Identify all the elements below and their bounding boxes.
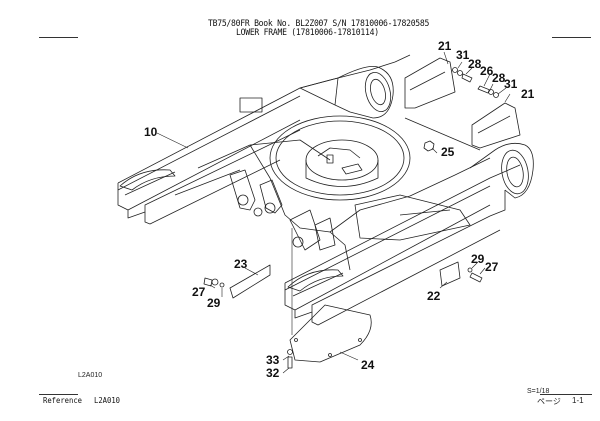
front-idler-housing (469, 142, 534, 199)
callout-31-upper[interactable]: 31 (456, 48, 470, 62)
bolt-washer-set (452, 67, 499, 98)
callout-33[interactable]: 33 (266, 353, 280, 367)
callout-22[interactable]: 22 (427, 289, 441, 303)
cover-bracket-lower (471, 102, 521, 149)
page-title: LOWER FRAME (17810006-17810114) (236, 28, 379, 38)
scale-label: S=1/18 (527, 388, 550, 395)
callout-24[interactable]: 24 (361, 358, 375, 372)
header-rule-right (552, 37, 591, 38)
callout-32[interactable]: 32 (266, 366, 280, 380)
callout-10[interactable]: 10 (144, 125, 158, 139)
under-cover-24 (287, 304, 372, 369)
right-side-frame (284, 164, 521, 326)
blade-mount-lugs (229, 169, 336, 251)
rear-idler-housing (239, 54, 411, 119)
callout-27-right[interactable]: 27 (485, 260, 499, 274)
nut-25 (423, 140, 435, 152)
footer-rule-left (39, 394, 78, 395)
plate-23 (203, 264, 271, 299)
swing-bearing-ring (269, 115, 411, 201)
callout-29-left[interactable]: 29 (207, 296, 221, 310)
page-number: 1-1 (572, 396, 584, 405)
callout-23[interactable]: 23 (234, 257, 248, 271)
callout-31-lower[interactable]: 31 (504, 77, 518, 91)
callout-21-lower[interactable]: 21 (521, 87, 535, 101)
header-line-1: TB75/80FR Book No. BL2Z007 S/N 17810006-… (208, 19, 430, 29)
reference-label: Reference (43, 396, 83, 405)
left-side-frame (117, 61, 396, 225)
callout-28-upper[interactable]: 28 (468, 57, 482, 71)
callout-26[interactable]: 26 (480, 64, 494, 78)
page-label: ページ (537, 397, 561, 406)
leader-lines (156, 51, 511, 374)
plate-22 (439, 261, 483, 287)
reference-code[interactable]: L2A010 (94, 396, 121, 405)
cover-bracket-upper (404, 57, 456, 109)
footer-rule-right (540, 394, 592, 395)
callout-28-lower[interactable]: 28 (492, 71, 506, 85)
figure-code: L2A010 (78, 372, 103, 379)
callout-27-left[interactable]: 27 (192, 285, 206, 299)
callout-29-right[interactable]: 29 (471, 252, 485, 266)
callout-21-upper[interactable]: 21 (438, 39, 452, 53)
callout-25[interactable]: 25 (441, 145, 455, 159)
header-rule-left (39, 37, 78, 38)
center-body (249, 115, 491, 271)
